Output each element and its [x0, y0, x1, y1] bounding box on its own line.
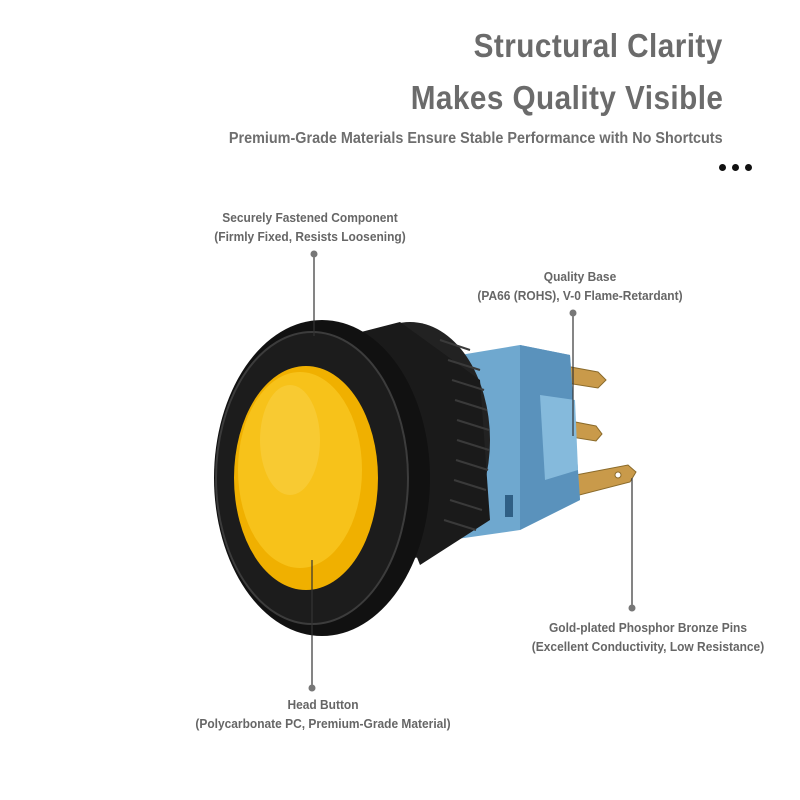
head-button: [214, 320, 430, 636]
subtitle: Premium-Grade Materials Ensure Stable Pe…: [229, 130, 723, 147]
title-line-1: Structural Clarity: [473, 27, 723, 64]
callout-title: Quality Base: [543, 269, 617, 284]
callout-dots: [308, 250, 636, 692]
callout-title: Head Button: [287, 697, 359, 712]
callout-title: Gold-plated Phosphor Bronze Pins: [548, 620, 748, 635]
leader-lines: [311, 254, 633, 688]
callout-detail: (Excellent Conductivity, Low Resistance): [531, 639, 765, 654]
callout-detail: (Firmly Fixed, Resists Loosening): [214, 229, 406, 244]
callout-title: Securely Fastened Component: [222, 210, 398, 225]
callout-fastened-component: Securely Fastened Component (Firmly Fixe…: [214, 208, 405, 246]
callout-gold-pins: Gold-plated Phosphor Bronze Pins (Excell…: [532, 618, 764, 656]
callout-detail: (Polycarbonate PC, Premium-Grade Materia…: [195, 716, 451, 731]
callout-detail: (PA66 (ROHS), V-0 Flame-Retardant): [477, 288, 683, 303]
callout-head-button: Head Button (Polycarbonate PC, Premium-G…: [195, 695, 450, 733]
callout-quality-base: Quality Base (PA66 (ROHS), V-0 Flame-Ret…: [477, 267, 682, 305]
ellipsis-icon[interactable]: [719, 164, 758, 171]
title-line-2: Makes Quality Visible: [410, 79, 723, 116]
